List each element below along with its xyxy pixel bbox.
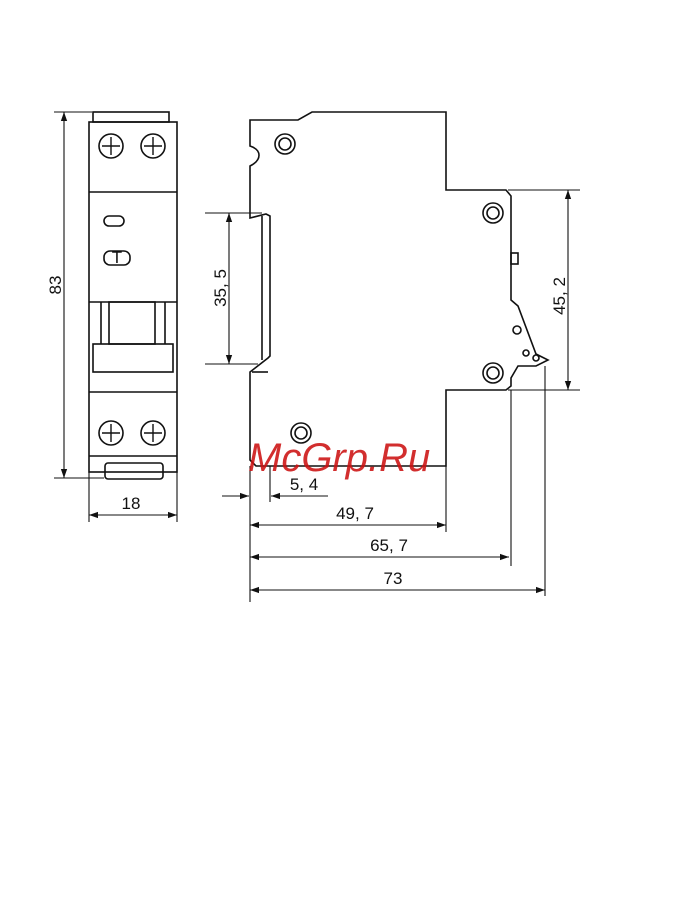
dim-label-depth-total: 73 xyxy=(384,569,403,588)
lever-pivot xyxy=(513,326,521,334)
watermark: McGrp.Ru xyxy=(248,436,430,480)
toggle-lever-guide xyxy=(109,302,155,344)
lever-pin xyxy=(523,350,529,356)
dim-label-rail: 35, 5 xyxy=(211,269,230,307)
front-top-tab xyxy=(93,112,169,122)
dim-label-body-height: 45, 2 xyxy=(550,277,569,315)
screw-hole xyxy=(487,207,499,219)
lever-pin xyxy=(533,355,539,361)
front-bottom-clip xyxy=(105,463,163,479)
dim-label-height-front: 83 xyxy=(46,276,65,295)
side-view xyxy=(250,112,548,466)
dim-label-depth-body: 65, 7 xyxy=(370,536,408,555)
screw-hole xyxy=(279,138,291,150)
dim-label-width-front: 18 xyxy=(122,494,141,513)
screw-hole xyxy=(487,367,499,379)
side-profile xyxy=(250,112,548,466)
front-view xyxy=(89,112,177,479)
screw-hole xyxy=(483,363,503,383)
toggle-lever xyxy=(93,344,173,372)
front-body xyxy=(89,122,177,472)
dim-label-depth-front: 49, 7 xyxy=(336,504,374,523)
indicator-window xyxy=(104,216,124,226)
side-button xyxy=(511,253,518,264)
screw-hole xyxy=(275,134,295,154)
dim-body-height xyxy=(508,190,580,390)
screw-hole xyxy=(483,203,503,223)
test-button-letter: T xyxy=(112,248,122,267)
